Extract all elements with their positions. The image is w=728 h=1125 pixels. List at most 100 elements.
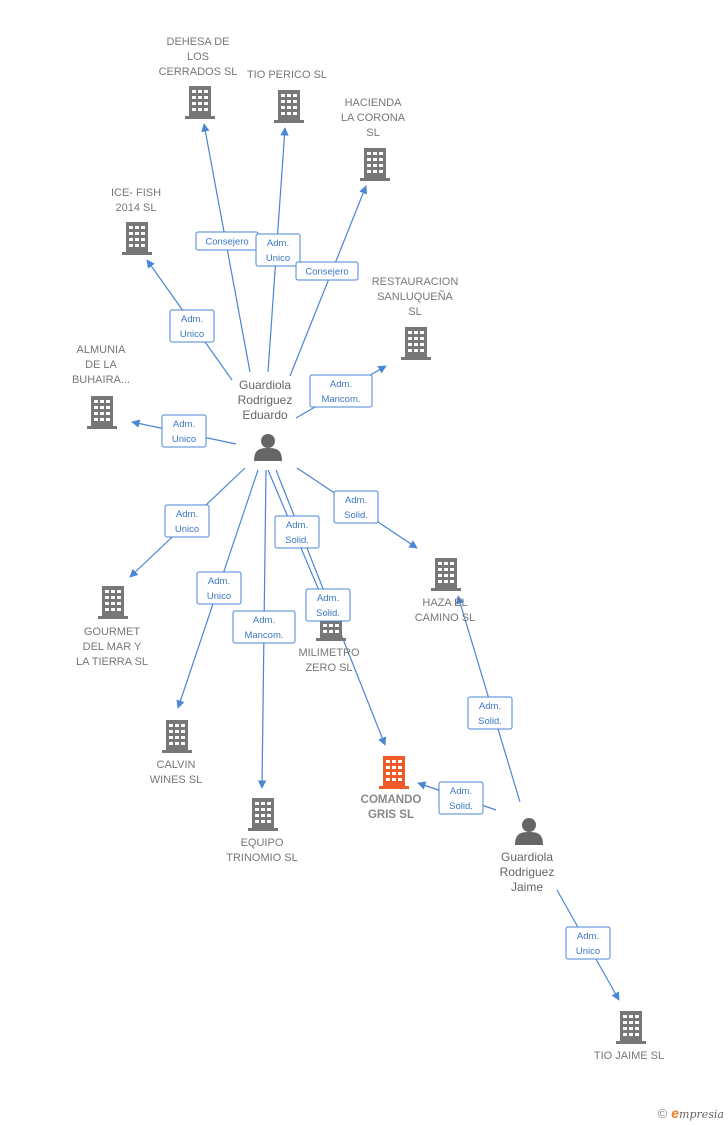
edge-label-text: Unico (172, 434, 196, 445)
company-node-c_tiojaime[interactable]: TIO JAIME SL (594, 1011, 664, 1062)
node-label-line: Guardiola (501, 850, 553, 864)
edge-label-text: Unico (266, 253, 290, 264)
node-label-line: Rodriguez (238, 393, 293, 407)
edge-label-text: Adm. (173, 419, 195, 430)
node-label-line: GOURMET (84, 626, 141, 638)
edge-label-box (232, 610, 296, 644)
building-icon (401, 327, 431, 360)
edge-label-box (274, 515, 320, 549)
node-label-line: Eduardo (242, 408, 288, 422)
node-label-line: RESTAURACION (372, 276, 459, 288)
company-node-c_calvin[interactable]: CALVIN WINES SL (150, 720, 203, 786)
edge-label-p_eduardo-c_haza[interactable]: Adm.Solid. (333, 490, 379, 524)
node-label-line: CALVIN (157, 759, 196, 771)
footer-brand[interactable]: ©empresia (658, 1105, 724, 1121)
company-node-c_perico[interactable]: TIO PERICO SL (247, 69, 327, 123)
building-icon (87, 396, 117, 429)
edge-label-text: Adm. (317, 593, 339, 604)
node-label-line: COMANDO (361, 794, 422, 806)
edge-label-box (565, 926, 611, 960)
node-label-line: Jaime (511, 880, 543, 894)
company-node-c_almunia[interactable]: ALMUNIA DE LA BUHAIRA... (72, 344, 130, 429)
node-label-line: TIO PERICO SL (247, 69, 327, 81)
edge-label-box (196, 571, 242, 605)
node-label-line: LA CORONA (341, 112, 406, 124)
brand-name: mpresia (679, 1108, 724, 1121)
node-label-line: MILIMETRO (298, 647, 360, 659)
edge-label-box (305, 588, 351, 622)
edge-label-text: Solid. (478, 716, 502, 727)
edge-label-box (438, 781, 484, 815)
node-label-line: DE LA (85, 359, 117, 371)
edge-label-text: Unico (180, 329, 204, 340)
node-label-line: CAMINO SL (415, 612, 476, 624)
edge-label-text: Adm. (450, 786, 472, 797)
node-label-line: Rodriguez (500, 865, 555, 879)
edge-label-p_eduardo-c_dehesa[interactable]: Consejero (195, 231, 259, 251)
edge-label-p_eduardo-c_almunia[interactable]: Adm. Unico (161, 414, 207, 448)
edge-label-text: Adm. (577, 931, 599, 942)
building-icon (162, 720, 192, 753)
edge-label-text: Adm. (176, 509, 198, 520)
edge-label-box (333, 490, 379, 524)
edge-label-p_eduardo-c_equipo[interactable]: Adm. Mancom. (232, 610, 296, 644)
edge-label-text: Solid. (285, 535, 309, 546)
edge-label-p_eduardo-c_calvin[interactable]: Adm.Unico (196, 571, 242, 605)
edge-label-box (169, 309, 215, 343)
edge-label-p_eduardo-c_comando[interactable]: Adm. Solid. (305, 588, 351, 622)
node-label-line: WINES SL (150, 774, 203, 786)
building-icon (185, 86, 215, 119)
node-label-line: ALMUNIA (77, 344, 127, 356)
building-icon (379, 756, 409, 789)
edge-label-p_eduardo-c_restauracion[interactable]: Adm. Mancom. (309, 374, 373, 408)
node-label-line: Guardiola (239, 378, 291, 392)
edge-label-text: Mancom. (321, 394, 360, 405)
edge-label-text: Adm. (253, 615, 275, 626)
edge-label-p_jaime-c_comando[interactable]: Adm.Solid. (438, 781, 484, 815)
edge-label-box (255, 233, 301, 267)
edge-label-box (164, 504, 210, 538)
edge-label-text: Unico (207, 591, 231, 602)
building-icon (274, 90, 304, 123)
building-icon (360, 148, 390, 181)
node-label-line: TIO JAIME SL (594, 1050, 664, 1062)
node-label-line: BUHAIRA... (72, 374, 130, 386)
edge-label-p_eduardo-c_milimetro[interactable]: Adm.Solid. (274, 515, 320, 549)
edge-label-text: Solid. (316, 608, 340, 619)
edge-label-p_jaime-c_haza[interactable]: Adm. Solid. (467, 696, 513, 730)
building-icon (122, 222, 152, 255)
edge-label-box (309, 374, 373, 408)
edge-label-text: Adm. (330, 379, 352, 390)
edge-label-p_eduardo-c_hacienda[interactable]: Consejero (295, 261, 359, 281)
node-label-line: LA TIERRA SL (76, 656, 148, 668)
edge-label-text: Adm. (479, 701, 501, 712)
edge-label-p_jaime-c_tiojaime[interactable]: Adm. Unico (565, 926, 611, 960)
edge-label-text: Unico (576, 946, 600, 957)
edge-label-text: Mancom. (244, 630, 283, 641)
edge-label-p_eduardo-c_gourmet[interactable]: Adm.Unico (164, 504, 210, 538)
edge-p_eduardo-c_hacienda (289, 185, 368, 377)
edge-label-text: Consejero (205, 237, 248, 248)
brand-logo-initial: e (671, 1105, 680, 1121)
edge-label-p_eduardo-c_perico[interactable]: Adm.Unico (255, 233, 301, 267)
building-icon (431, 558, 461, 591)
edge-label-box (295, 261, 359, 281)
person-icon (515, 818, 543, 845)
edge-label-text: Solid. (344, 510, 368, 521)
edge-label-text: Consejero (305, 267, 348, 278)
edge-label-p_eduardo-c_icefish[interactable]: Adm.Unico (169, 309, 215, 343)
